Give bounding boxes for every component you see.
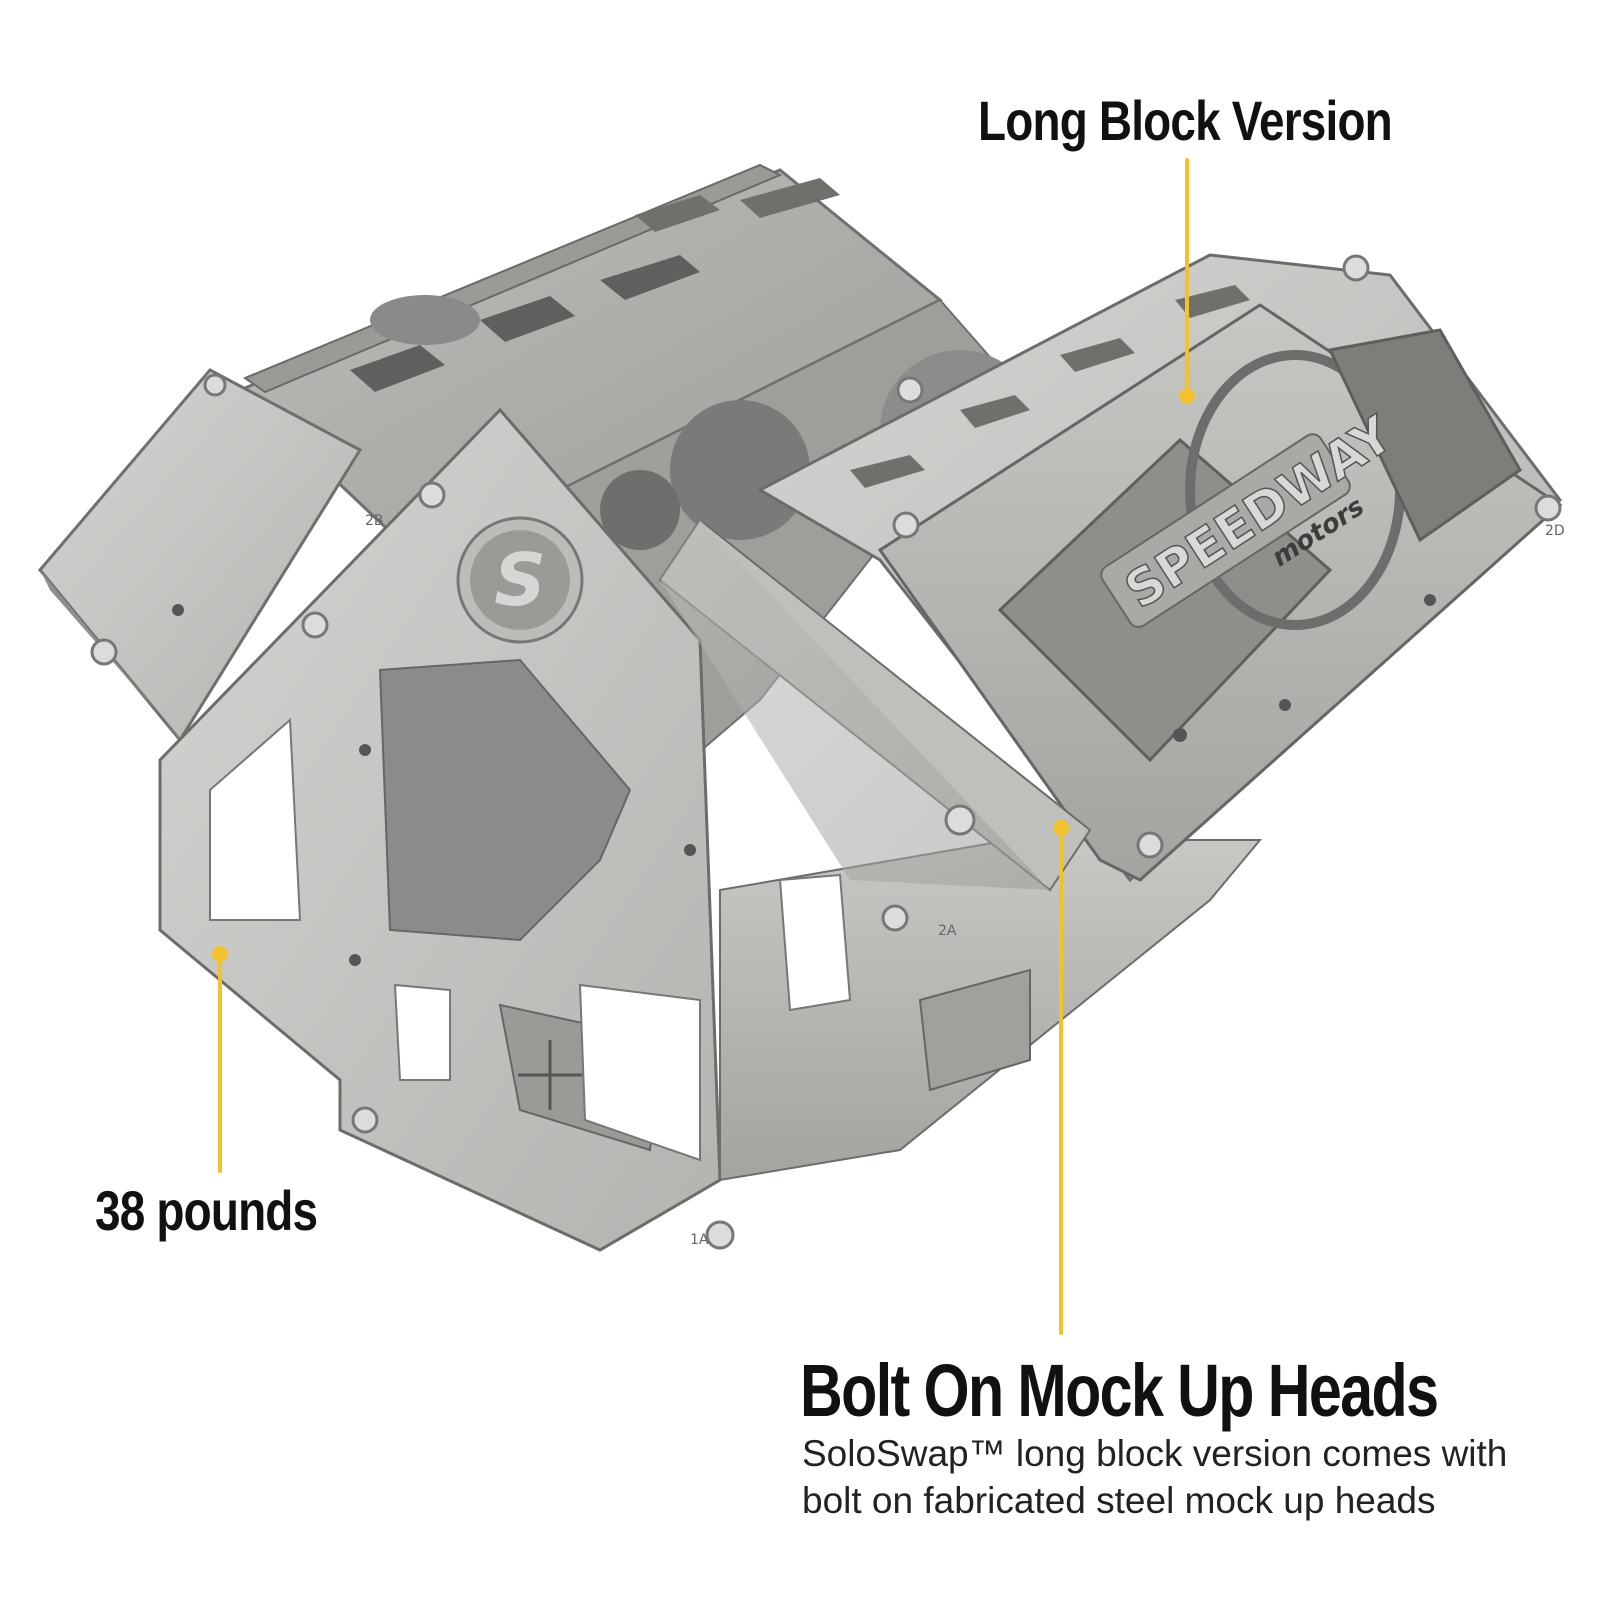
callout-long-block-label: Long Block Version bbox=[978, 89, 1393, 152]
callout-long-block-line bbox=[1185, 158, 1189, 393]
callout-heads-title: Bolt On Mock Up Heads bbox=[800, 1349, 1439, 1432]
right-head-assembly: SPEEDWAY motors bbox=[658, 253, 1563, 932]
badge-letter: S bbox=[494, 538, 546, 622]
stamp-2a: 2A bbox=[938, 923, 957, 939]
stamp-1a: 1A bbox=[690, 1232, 709, 1248]
yellow-dot-icon bbox=[1179, 388, 1195, 404]
stamp-2b: 2B bbox=[365, 513, 384, 529]
right-block-side bbox=[719, 839, 1263, 1182]
yellow-dot-icon bbox=[212, 946, 228, 962]
front-plate: S bbox=[158, 407, 735, 1252]
callout-weight-line bbox=[218, 955, 222, 1173]
callout-heads-line bbox=[1059, 830, 1063, 1335]
yellow-dot-icon bbox=[1053, 820, 1069, 836]
stamp-2d: 2D bbox=[1545, 523, 1565, 539]
callout-weight-label: 38 pounds bbox=[95, 1179, 318, 1242]
description-line: bolt on fabricated steel mock up heads bbox=[802, 1480, 1436, 1521]
left-head-assembly bbox=[38, 163, 943, 750]
callout-heads-description: SoloSwap™ long block version comes with … bbox=[802, 1430, 1582, 1524]
description-line: SoloSwap™ long block version comes with bbox=[802, 1433, 1508, 1474]
